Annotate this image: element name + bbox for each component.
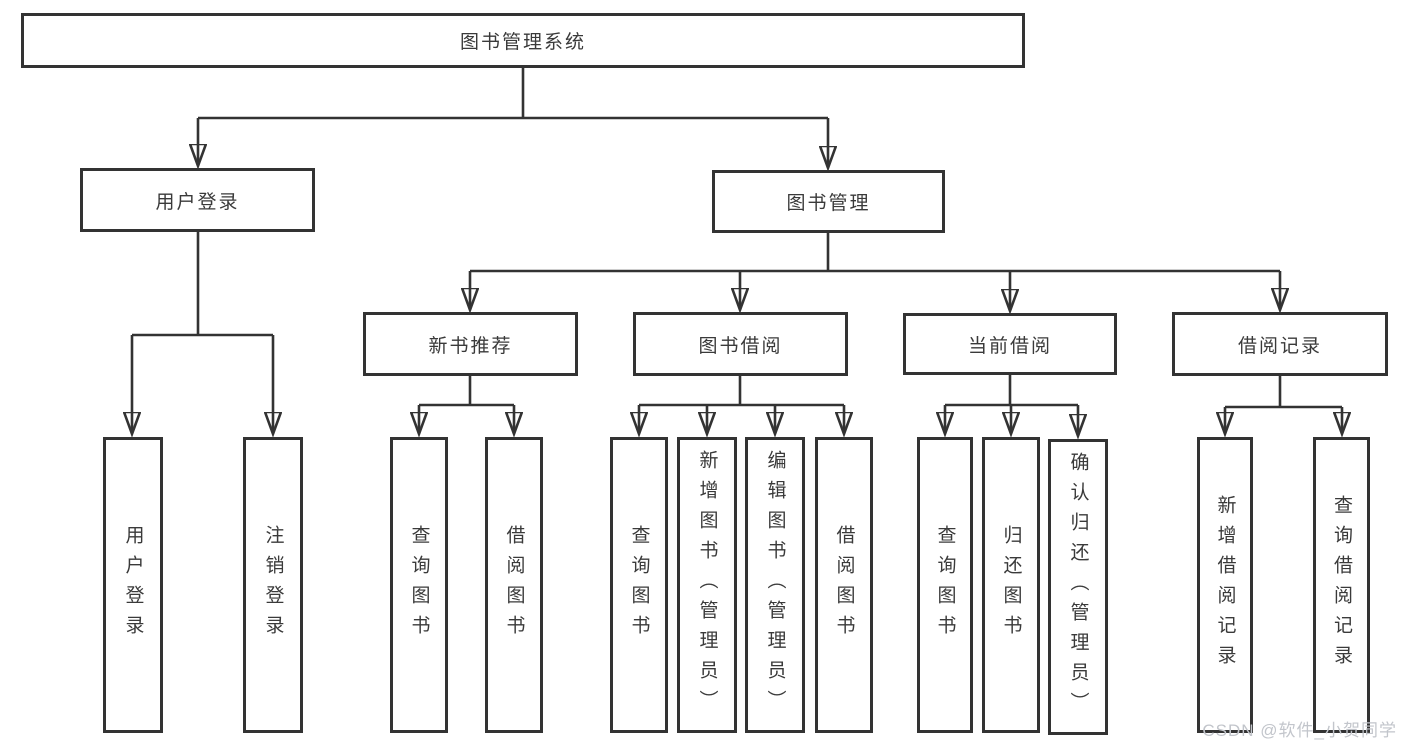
leaf-query-books-recommend: 查询图书: [390, 437, 448, 733]
node-root: 图书管理系统: [21, 13, 1025, 68]
leaf-confirm-return-admin: 确认归还（管理员）: [1048, 439, 1108, 735]
leaf-return-books: 归还图书: [982, 437, 1040, 733]
node-borrow-records-label: 借阅记录: [1237, 335, 1322, 357]
leaf-edit-book-admin-label: 编辑图书（管理员）: [764, 450, 786, 720]
leaf-logout: 注销登录: [243, 437, 303, 733]
node-new-book-recommend: 新书推荐: [363, 312, 578, 376]
leaf-add-book-admin-label: 新增图书（管理员）: [696, 450, 718, 720]
leaf-edit-book-admin: 编辑图书（管理员）: [745, 437, 805, 733]
node-current-borrow-label: 当前借阅: [967, 335, 1052, 357]
leaf-add-book-admin: 新增图书（管理员）: [677, 437, 737, 733]
leaf-query-books-borrow-label: 查询图书: [628, 525, 650, 645]
node-root-label: 图书管理系统: [459, 32, 586, 53]
leaf-user-login: 用户登录: [103, 437, 163, 733]
leaf-query-books-current: 查询图书: [917, 437, 973, 733]
node-user-login-label: 用户登录: [155, 191, 240, 213]
leaf-query-books-borrow: 查询图书: [610, 437, 668, 733]
node-book-management: 图书管理: [712, 170, 945, 233]
leaf-borrow-books-recommend: 借阅图书: [485, 437, 543, 733]
node-borrow-records: 借阅记录: [1172, 312, 1388, 376]
leaf-borrow-books-label: 借阅图书: [833, 525, 855, 645]
leaf-query-books-current-label: 查询图书: [934, 525, 956, 645]
leaf-logout-label: 注销登录: [262, 525, 284, 645]
node-user-login: 用户登录: [80, 168, 315, 232]
leaf-add-borrow-record: 新增借阅记录: [1197, 437, 1253, 733]
leaf-add-borrow-record-label: 新增借阅记录: [1214, 495, 1236, 675]
node-book-borrow: 图书借阅: [633, 312, 848, 376]
csdn-watermark: CSDN @软件_小贺同学: [1202, 721, 1397, 740]
leaf-borrow-books-recommend-label: 借阅图书: [503, 525, 525, 645]
leaf-user-login-label: 用户登录: [122, 525, 144, 645]
leaf-query-borrow-record-label: 查询借阅记录: [1331, 495, 1352, 675]
node-new-book-recommend-label: 新书推荐: [428, 335, 513, 357]
node-book-borrow-label: 图书借阅: [698, 335, 783, 357]
node-book-management-label: 图书管理: [786, 193, 871, 214]
leaf-query-borrow-record: 查询借阅记录: [1313, 437, 1370, 733]
leaf-query-books-recommend-label: 查询图书: [408, 525, 430, 645]
leaf-confirm-return-admin-label: 确认归还（管理员）: [1067, 452, 1089, 722]
node-current-borrow: 当前借阅: [903, 313, 1117, 375]
leaf-borrow-books: 借阅图书: [815, 437, 873, 733]
leaf-return-books-label: 归还图书: [1000, 525, 1022, 645]
